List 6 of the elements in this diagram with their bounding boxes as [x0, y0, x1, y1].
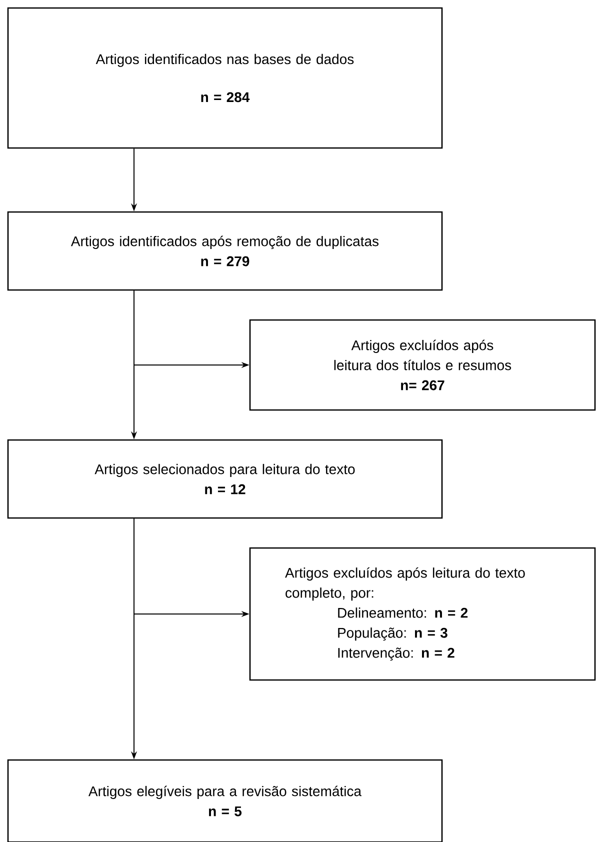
process-box: Artigos excluídos após leitura do texto completo, por: Delineamento: n = 2 População: n = 3 Intervenção: n = 2 [249, 547, 596, 681]
process-box: Artigos excluídos após leitura dos títulos e resumos n= 267 [249, 319, 596, 411]
process-box: Artigos identificados nas bases de dados n = 284 [7, 7, 443, 149]
process-box: Artigos selecionados para leitura do texto n = 12 [7, 439, 443, 519]
process-box: Artigos elegíveis para a revisão sistemática n = 5 [7, 759, 443, 842]
process-box: Artigos identificados após remoção de duplicatas n = 279 [7, 211, 443, 291]
